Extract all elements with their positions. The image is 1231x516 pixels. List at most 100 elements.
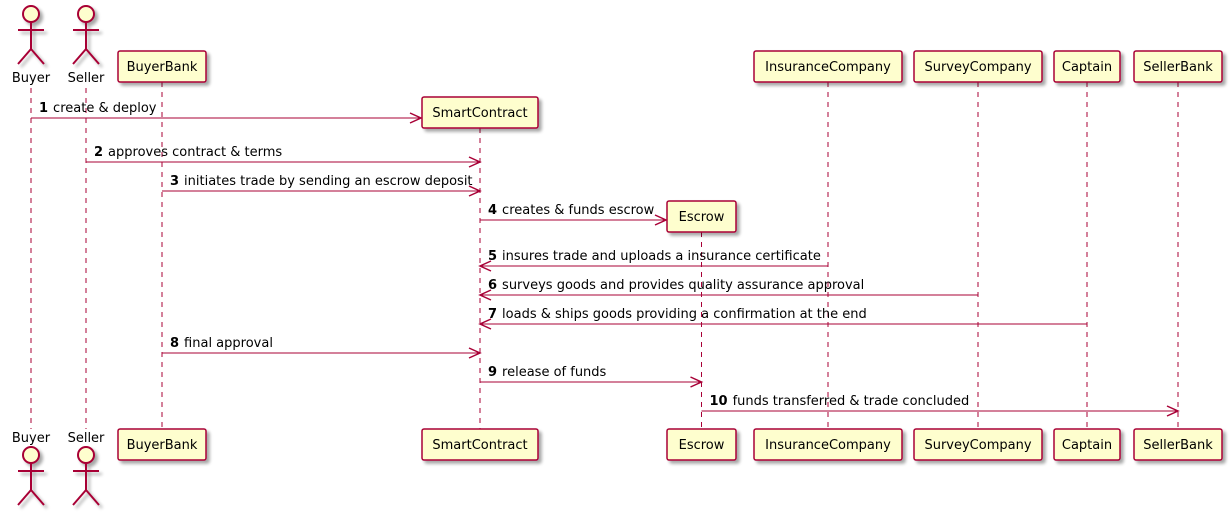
surveycompany-participant-bottom: SurveyCompany (913, 428, 1043, 461)
message-8: 8 final approval (162, 336, 482, 359)
message-number: 7 (488, 307, 497, 322)
smartcontract-box (421, 428, 539, 461)
smartcontract-participant-bottom: SmartContract (421, 428, 539, 461)
arrowhead-icon (1166, 405, 1180, 417)
message-label: 10 funds transferred & trade concluded (710, 394, 970, 409)
buyerbank-box (117, 50, 207, 83)
actor-icon (17, 446, 45, 506)
buyer-actor-bottom: Buyer (12, 431, 51, 506)
message-label: 2 approves contract & terms (94, 145, 282, 160)
arrowhead-icon (478, 318, 492, 330)
smartcontract-participant-top: SmartContract (421, 96, 539, 129)
message-number: 10 (710, 394, 728, 409)
insurancecompany-participant-top: InsuranceCompany (753, 50, 903, 83)
escrow-box (666, 428, 737, 461)
buyerbank-label: BuyerBank (127, 60, 198, 75)
actor-icon (17, 5, 45, 65)
sellerbank-box (1133, 50, 1223, 83)
message-text: funds transferred & trade concluded (733, 394, 970, 409)
arrowhead-icon (468, 185, 482, 197)
insurancecompany-box (753, 50, 903, 83)
message-text: surveys goods and provides quality assur… (502, 278, 864, 293)
message-text: create & deploy (53, 101, 157, 116)
participants: BuyerBuyerSellerSellerBuyerBankBuyerBank… (12, 5, 1223, 506)
arrowhead-icon (654, 214, 668, 226)
message-text: final approval (184, 336, 273, 351)
arrowhead-icon (690, 376, 704, 388)
message-9: 9 release of funds (480, 365, 704, 388)
message-number: 1 (39, 101, 48, 116)
message-number: 6 (488, 278, 497, 293)
surveycompany-box (913, 428, 1043, 461)
captain-label: Captain (1062, 60, 1112, 75)
surveycompany-participant-top: SurveyCompany (913, 50, 1043, 83)
messages: 1 create & deploy 2 approves contract & ter… (31, 101, 1180, 417)
message-label: 3 initiates trade by sending an escrow de… (170, 174, 473, 189)
buyerbank-label: BuyerBank (127, 438, 198, 453)
escrow-label: Escrow (679, 438, 725, 453)
insurancecompany-label: InsuranceCompany (765, 60, 891, 75)
smartcontract-label: SmartContract (432, 438, 527, 453)
message-label: 6 surveys goods and provides quality assu… (488, 278, 864, 293)
message-label: 5 insures trade and uploads a insurance c… (488, 249, 821, 264)
captain-box (1053, 50, 1121, 83)
sellerbank-label: SellerBank (1143, 438, 1213, 453)
buyer-actor-top: Buyer (12, 5, 51, 86)
insurancecompany-label: InsuranceCompany (765, 438, 891, 453)
message-number: 4 (488, 203, 497, 218)
message-1: 1 create & deploy (31, 101, 423, 124)
escrow-participant-bottom: Escrow (666, 428, 737, 461)
sellerbank-box (1133, 428, 1223, 461)
captain-box (1053, 428, 1121, 461)
sellerbank-label: SellerBank (1143, 60, 1213, 75)
seller-actor-top: Seller (68, 5, 105, 86)
seller-label: Seller (68, 431, 105, 446)
message-number: 3 (170, 174, 179, 189)
message-text: creates & funds escrow (502, 203, 655, 218)
actor-icon (72, 446, 100, 506)
message-number: 9 (488, 365, 497, 380)
arrowhead-icon (409, 112, 423, 124)
surveycompany-label: SurveyCompany (924, 438, 1031, 453)
sellerbank-participant-bottom: SellerBank (1133, 428, 1223, 461)
insurancecompany-participant-bottom: InsuranceCompany (753, 428, 903, 461)
escrow-box (666, 200, 737, 233)
buyerbank-box (117, 428, 207, 461)
surveycompany-label: SurveyCompany (924, 60, 1031, 75)
buyer-label: Buyer (12, 71, 51, 86)
buyer-label: Buyer (12, 431, 51, 446)
smartcontract-box (421, 96, 539, 129)
captain-participant-bottom: Captain (1053, 428, 1121, 461)
message-text: insures trade and uploads a insurance ce… (502, 249, 821, 264)
insurancecompany-box (753, 428, 903, 461)
escrow-participant-top: Escrow (666, 200, 737, 233)
message-label: 8 final approval (170, 336, 273, 351)
message-10: 10 funds transferred & trade concluded (701, 394, 1180, 417)
arrowhead-icon (478, 260, 492, 272)
lifelines (30, 82, 1179, 429)
message-4: 4 creates & funds escrow (480, 203, 668, 226)
captain-label: Captain (1062, 438, 1112, 453)
message-2: 2 approves contract & terms (86, 145, 482, 168)
actor-icon (72, 5, 100, 65)
arrowhead-icon (468, 347, 482, 359)
message-number: 5 (488, 249, 497, 264)
message-label: 4 creates & funds escrow (488, 203, 655, 218)
message-text: approves contract & terms (108, 145, 282, 160)
seller-label: Seller (68, 71, 105, 86)
message-text: initiates trade by sending an escrow dep… (184, 174, 472, 189)
message-3: 3 initiates trade by sending an escrow de… (162, 174, 482, 197)
seller-actor-bottom: Seller (68, 431, 105, 506)
message-6: 6 surveys goods and provides quality assu… (478, 278, 978, 301)
message-number: 2 (94, 145, 103, 160)
message-text: release of funds (502, 365, 607, 380)
arrowhead-icon (478, 289, 492, 301)
smartcontract-label: SmartContract (432, 106, 527, 121)
message-label: 1 create & deploy (39, 101, 157, 116)
message-number: 8 (170, 336, 179, 351)
message-5: 5 insures trade and uploads a insurance c… (478, 249, 828, 272)
captain-participant-top: Captain (1053, 50, 1121, 83)
